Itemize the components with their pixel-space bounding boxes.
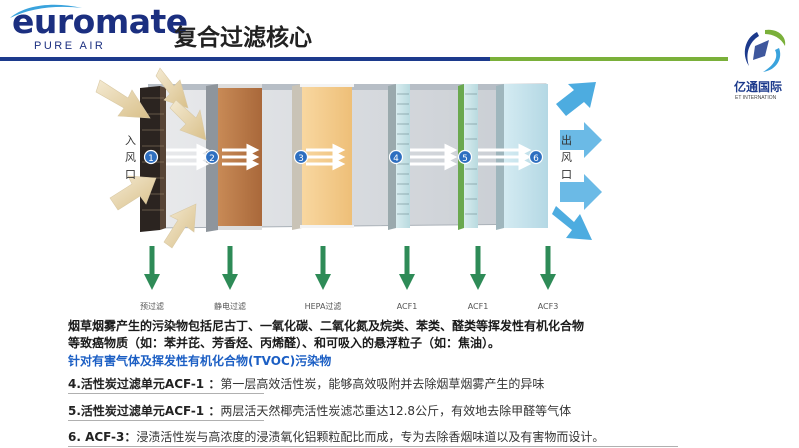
inlet-arrow-mid-upper (169, 99, 207, 141)
stage-3-label: HEPA过滤 (305, 301, 342, 311)
filter-item-4: 4.活性炭过滤单元ACF-1 ：第一层高效活性炭，能够高效吸附并去除烟草烟雾产生… (68, 375, 544, 392)
inlet-arrow-top (95, 79, 151, 119)
stage-2-down-arrow (222, 246, 238, 290)
euromate-swoosh-icon (10, 4, 82, 18)
stage-number-circles: 1 2 3 4 5 6 (143, 149, 544, 165)
outlet-label-char-1: 出 (561, 133, 572, 147)
stage-4-number: 4 (393, 154, 399, 164)
outlet-arrow-upper-mid (560, 122, 602, 158)
inlet-arrows (95, 67, 207, 249)
partner-name-en: ET INTERNATION (735, 95, 777, 101)
brand-tagline: PURE AIR (34, 40, 106, 52)
stage-4-down-arrow (399, 246, 415, 290)
stage-down-arrows (144, 246, 556, 290)
stage-6-number: 6 (533, 154, 539, 164)
stage-4-label: ACF1 (397, 302, 418, 311)
intro-line-2: 等致癌物质（如：苯并芘、芳香烃、丙烯醛）、和可吸入的悬浮粒子（如：焦油）。 (68, 336, 501, 350)
stage-labels: 预过滤 静电过滤 HEPA过滤 ACF1 ACF1 ACF3 (140, 301, 558, 311)
inlet-label-char-3: 口 (125, 168, 136, 181)
filter-item-6-label: 6. ACF-3： (68, 430, 137, 444)
inlet-label-char-2: 风 (125, 151, 136, 164)
header-divider (0, 57, 728, 61)
filter-item-4-underline (68, 393, 264, 394)
filter-diagram: 1 2 3 4 5 6 入 风 口 出 风 口 预过滤 静电过滤 HEPA过滤 ACF1 ACF1… (95, 67, 602, 311)
outlet-arrow-lower-mid (560, 174, 602, 210)
stage-6-label: ACF3 (538, 302, 559, 311)
outlet-arrows (552, 82, 602, 240)
filter-item-5: 5.活性炭过滤单元ACF-1 ：两层活天然椰壳活性炭滤芯重达12.8公斤，有效地… (68, 402, 571, 419)
stage-1-number-circle (143, 149, 159, 165)
stage-3-number: 3 (298, 154, 304, 164)
filter-item-6-underline (68, 446, 678, 447)
inlet-label-char-1: 入 (125, 134, 136, 147)
partner-name-cn: 亿通国际 (734, 80, 783, 94)
stage-1-number: 1 (148, 154, 154, 164)
stage-5-number-circle (457, 149, 473, 165)
filter-item-4-desc: 第一层高效活性炭，能够高效吸附并去除烟草烟雾产生的异味 (220, 377, 545, 391)
filter-item-5-desc: 两层活天然椰壳活性炭滤芯重达12.8公斤，有效地去除甲醛等气体 (220, 404, 572, 418)
brand-logo: euromate (12, 2, 188, 41)
stage-2-filter (206, 84, 262, 232)
stage-1-label: 预过滤 (140, 301, 164, 311)
stage-5-number: 5 (462, 154, 468, 164)
stage-2-number-circle (204, 149, 220, 165)
outlet-arrow-top (556, 82, 596, 116)
stage-6-down-arrow (540, 246, 556, 290)
stage-6-number-circle (528, 149, 544, 165)
stage-3-number-circle (293, 149, 309, 165)
stage-1-down-arrow (144, 246, 160, 290)
outlet-label: 出 风 口 (561, 133, 576, 181)
stage-5-label: ACF1 (468, 302, 489, 311)
inlet-arrow-bottom (163, 203, 197, 249)
internal-flow-arrows (166, 143, 532, 171)
header-divider-accent (490, 57, 728, 61)
inlet-arrow-mid-lower (109, 175, 157, 211)
outlet-label-char-2: 风 (561, 151, 572, 164)
stage-4-number-circle (388, 149, 404, 165)
stage-3-down-arrow (315, 246, 331, 290)
inlet-label: 入 风 口 (125, 134, 140, 181)
stage-2-number: 2 (209, 154, 215, 164)
filter-item-4-label: 4.活性炭过滤单元ACF-1 ： (68, 377, 221, 391)
filter-item-5-underline (68, 420, 264, 421)
page-title: 复合过滤核心 (174, 25, 312, 51)
intro-line-1: 烟草烟雾产生的污染物包括尼古丁、一氧化碳、二氧化氮及烷类、苯类、醛类等挥发性有机… (68, 319, 585, 333)
et-logo-icon (744, 29, 786, 72)
outlet-label-char-3: 口 (561, 168, 572, 181)
tvoc-heading: 针对有害气体及挥发性有机化合物(TVOC)污染物 (68, 354, 332, 368)
outlet-arrow-bottom (552, 206, 592, 240)
filter-item-5-label: 5.活性炭过滤单元ACF-1 ： (68, 404, 221, 418)
stage-5-down-arrow (470, 246, 486, 290)
filter-item-6-desc: 浸渍活性炭与高浓度的浸渍氧化铝颗粒配比而成，专为去除香烟味道以及有害物而设计。 (136, 430, 605, 444)
stage-2-label: 静电过滤 (214, 301, 246, 311)
filter-item-6: 6. ACF-3：浸渍活性炭与高浓度的浸渍氧化铝颗粒配比而成，专为去除香烟味道以… (68, 428, 604, 445)
